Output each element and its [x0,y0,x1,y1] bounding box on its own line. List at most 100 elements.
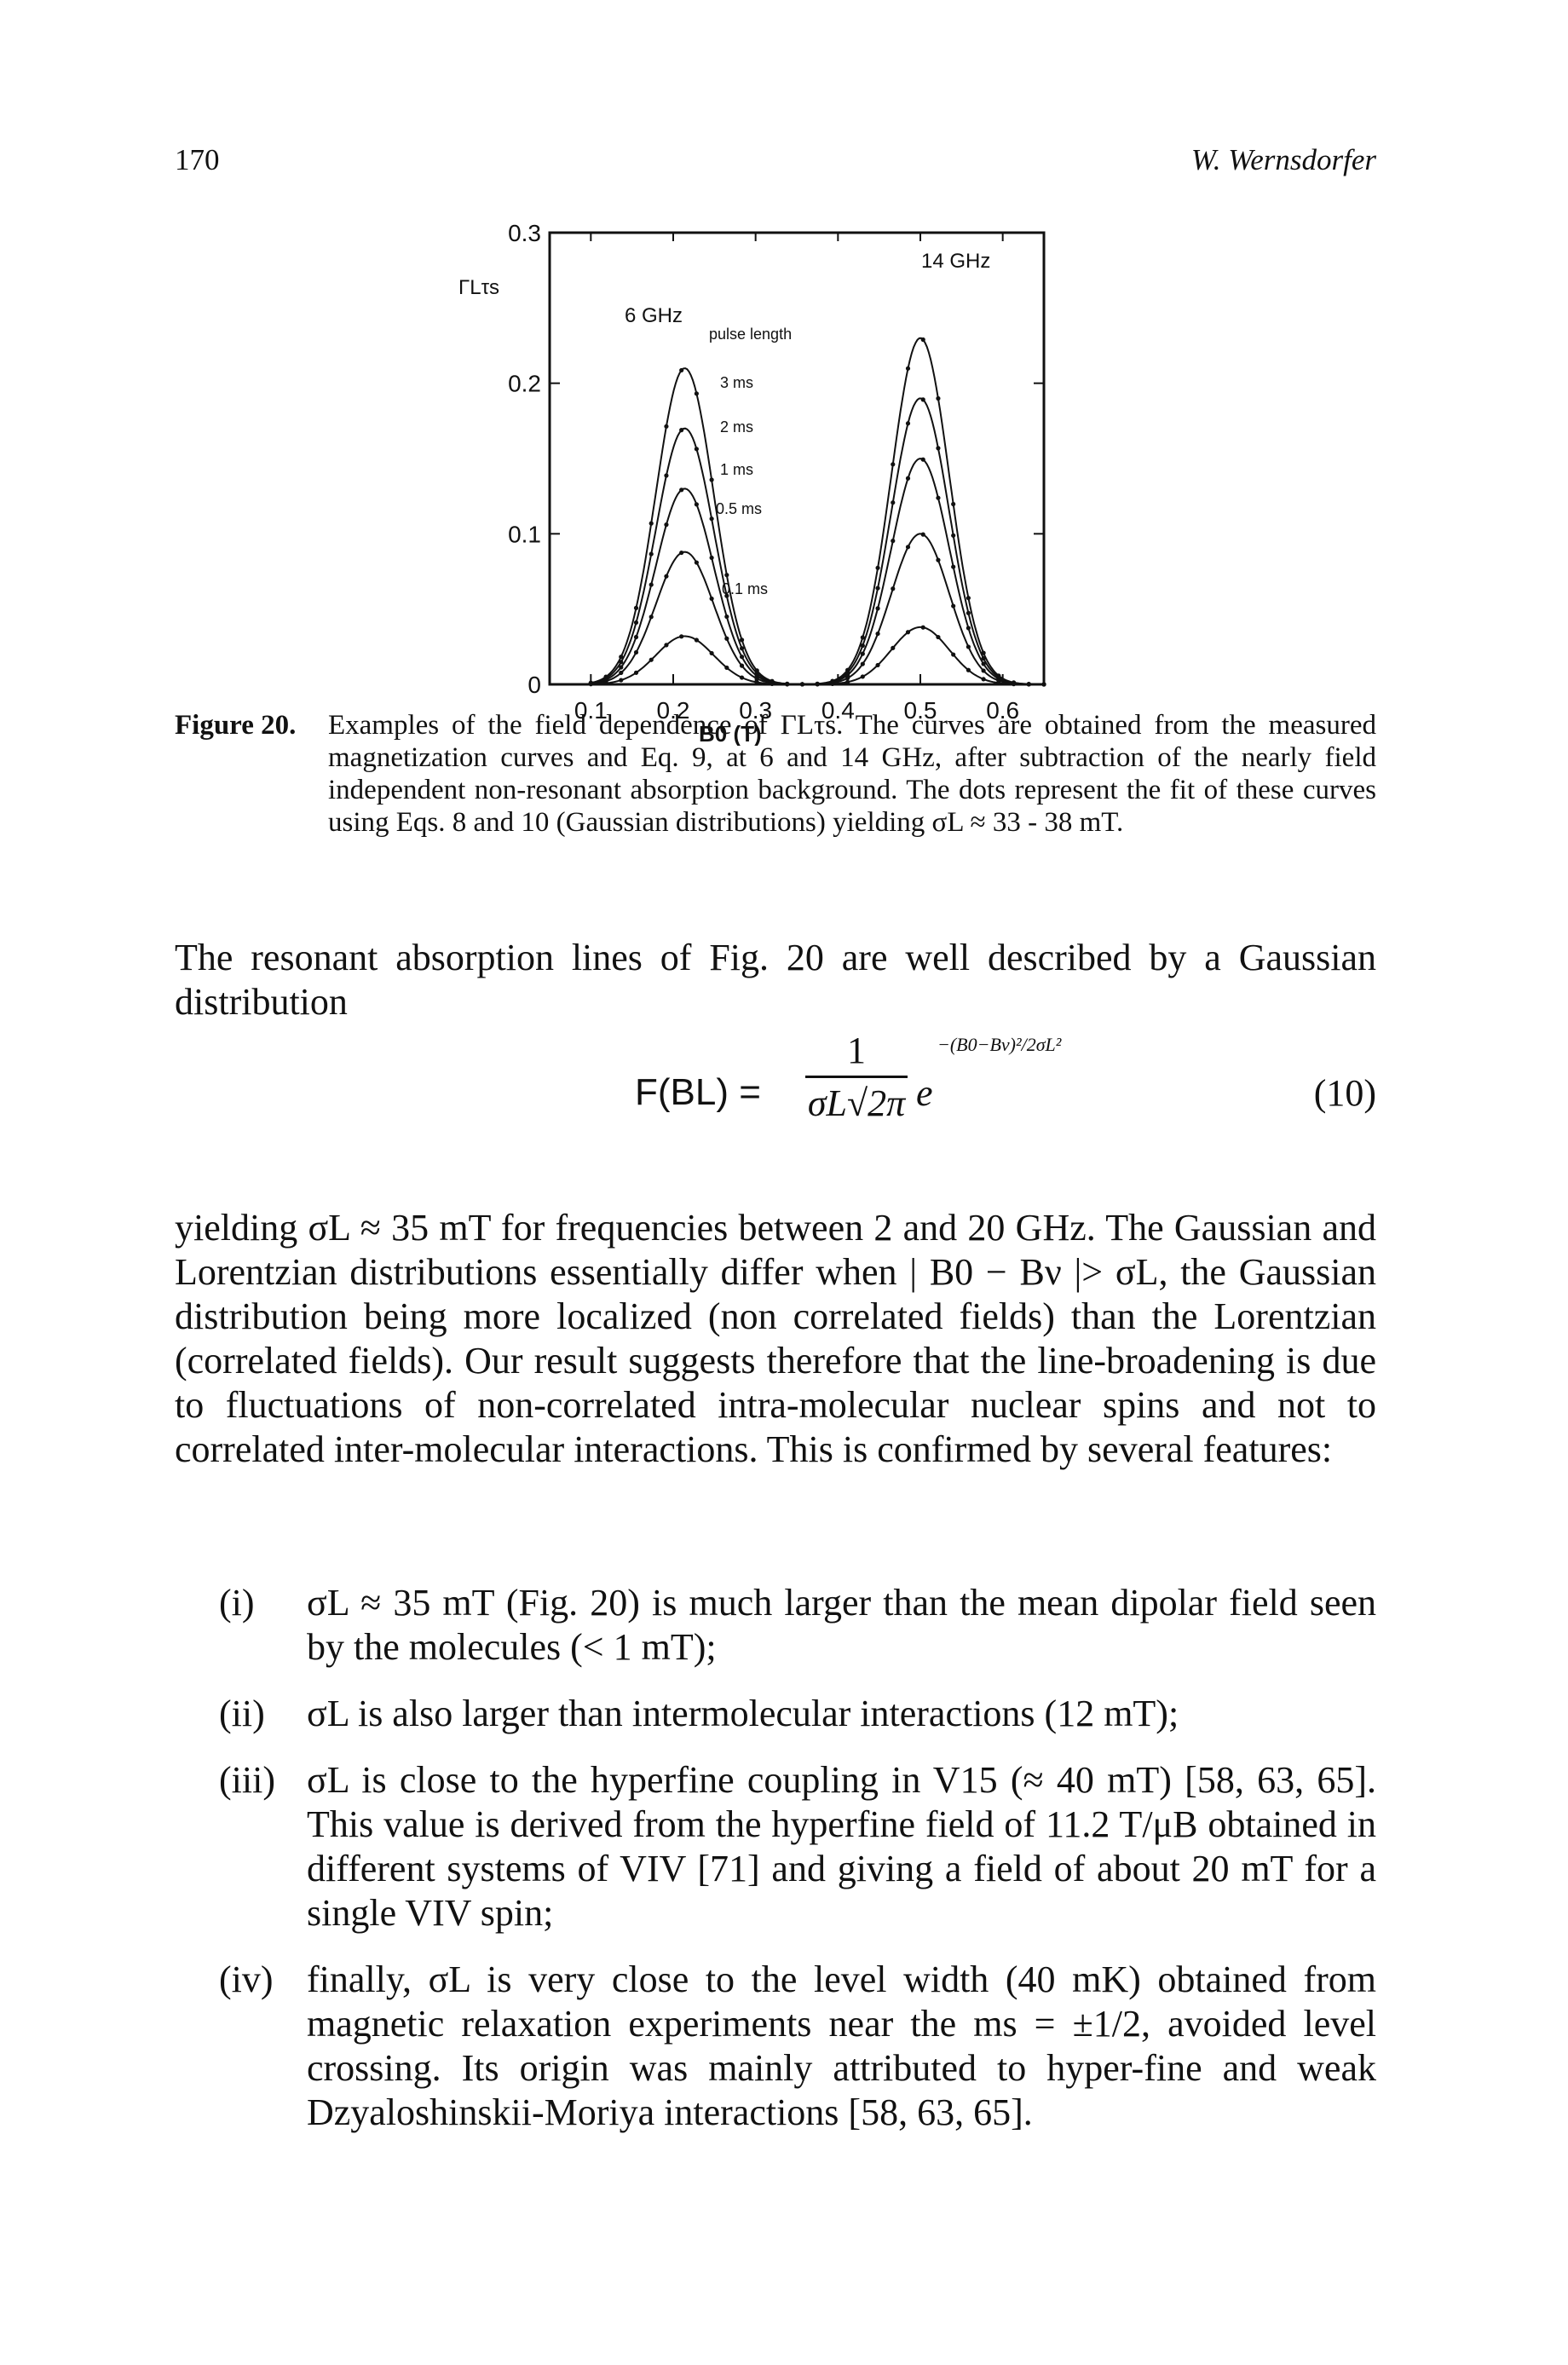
fit-dot [679,550,684,556]
fit-dot [875,662,880,668]
page-header: 170 W. Wernsdorfer [175,143,1376,194]
list-marker: (iii) [219,1759,275,1801]
equation-10: F(BL) = 1 σL√2π e −(B0−Bν)²/2σL² (10) [175,1027,1376,1163]
paragraph-intro: The resonant absorption lines of Fig. 20… [175,937,1376,1023]
fit-dot [754,679,759,685]
y-axis-label: ΓLτs [458,276,499,299]
fit-dot [679,634,684,639]
fit-dot [875,606,880,611]
fit-dot [981,661,986,666]
fit-dot [694,560,699,565]
fit-dot [694,502,699,507]
fit-dot [905,421,911,426]
feature-list: (i) σL ≈ 35 mT (Fig. 20) is much larger … [175,1581,1376,2157]
fit-dot [633,605,639,610]
equation-exponent: −(B0−Bν)²/2σL² [937,1034,1062,1055]
page-number: 170 [175,143,220,176]
list-item: (ii) σL is also larger than intermolecul… [175,1692,1376,1736]
x-tick-label: 0.2 [657,697,690,724]
list-item: (i) σL ≈ 35 mT (Fig. 20) is much larger … [175,1581,1376,1670]
y-tick-label: 0.3 [508,220,541,246]
fit-dot [649,551,654,557]
series-line [591,397,1044,685]
fit-dot [799,682,805,687]
fit-dot [981,668,986,673]
equation-number: (10) [1313,1072,1376,1114]
fit-dot [739,655,745,660]
fit-dot [739,646,745,651]
equation-exponential-base: e [916,1072,933,1114]
y-tick-label: 0.2 [508,371,541,397]
fit-dot [633,634,639,640]
figure-caption: Figure 20. Examples of the field depende… [175,709,1376,839]
pulse-label-0-1ms: 0.1 ms [722,580,768,597]
x-axis-label: B0 (T) [699,721,762,746]
fit-dot [981,677,986,682]
fit-dot [724,614,729,620]
list-item-text: σL ≈ 35 mT (Fig. 20) is much larger than… [307,1582,1376,1668]
fit-dot [951,564,956,569]
fit-dot [845,672,850,678]
list-marker: (i) [219,1582,255,1624]
fit-dot [754,676,759,681]
fit-dot [966,596,971,601]
fit-dot [981,650,986,655]
fit-dot [679,487,684,493]
list-marker: (iv) [219,1958,274,2000]
fit-dot [936,557,941,562]
fit-dot [694,391,699,396]
fit-dot [679,428,684,433]
fit-dot [875,631,880,637]
fit-dot [905,366,911,371]
list-item: (iii) σL is close to the hyperfine coupl… [175,1758,1376,1935]
fit-dot [1041,682,1046,687]
x-tick-label: 0.3 [739,697,772,724]
fit-dot [875,565,880,570]
fit-dot [664,574,669,579]
fit-dot [724,573,729,578]
fit-dot [603,681,608,686]
fit-dot [649,521,654,526]
fit-dot [920,337,925,343]
list-item-text: finally, σL is very close to the level w… [307,1958,1376,2133]
fit-dot [664,473,669,478]
fit-dot [951,501,956,507]
caption-text: Examples of the field dependence of ΓLτs… [328,710,1376,838]
fit-dot [619,660,624,665]
fit-dot [966,667,971,672]
fit-dot [936,634,941,640]
fit-dot [633,649,639,655]
fit-dot [694,447,699,452]
fit-dot [664,424,669,429]
fit-dot [724,593,729,598]
paragraph-main: yielding σL ≈ 35 mT for frequencies betw… [175,1207,1376,1470]
fit-dot [619,665,624,670]
fit-dot [860,674,865,679]
fit-dot [709,477,714,482]
fit-dot [966,644,971,649]
equation-lhs: F(BL) = [635,1071,761,1113]
fit-dot [951,603,956,609]
pulse-label-1ms: 1 ms [720,461,753,478]
fit-dot [1026,682,1031,687]
fit-dot [860,661,865,666]
fit-dot [1011,682,1017,687]
fit-dot [619,678,624,683]
fit-dot [785,682,790,687]
fit-dot [739,637,745,643]
y-tick-label: 0 [527,672,541,698]
fit-dot [905,476,911,481]
fit-dot [679,367,684,373]
equation-numerator: 1 [847,1030,866,1071]
y-tick-label: 0.1 [508,521,541,547]
fit-dot [951,652,956,657]
fit-dot [920,397,925,402]
pulse-label-3ms: 3 ms [720,374,753,391]
fit-dot [588,682,593,687]
fit-dot [709,555,714,561]
fit-dot [996,680,1001,685]
series-line [591,458,1044,685]
label-14ghz: 14 GHz [921,250,990,273]
fit-dot [936,495,941,500]
